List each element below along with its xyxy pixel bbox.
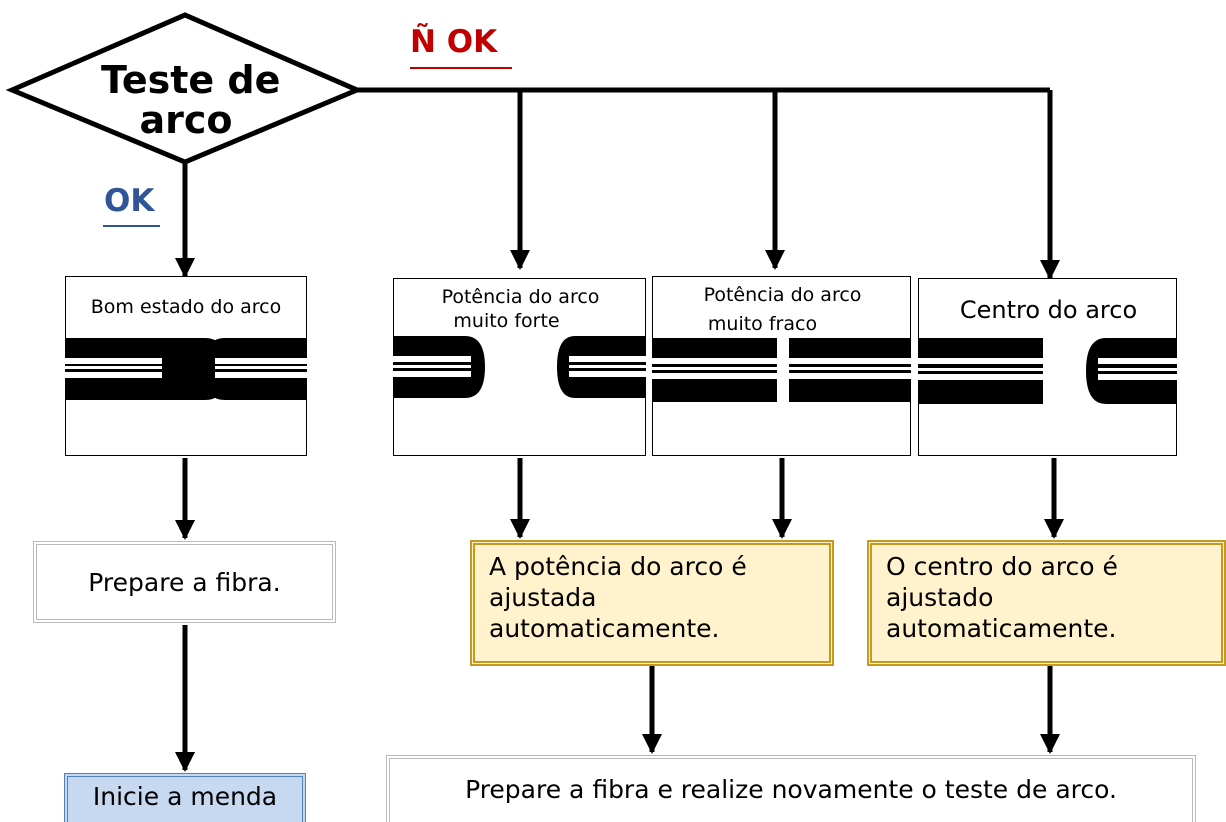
fiber-ends-weak xyxy=(652,338,911,402)
panel-arc-center: Centro do arco xyxy=(918,278,1177,456)
step-retest-text: Prepare a fibra e realize novamente o te… xyxy=(465,774,1117,804)
panel-strong-label-line2: muito forte xyxy=(453,310,560,332)
panel-center-label: Centro do arco xyxy=(959,296,1138,324)
step-start-splice-text: Inicie a menda xyxy=(92,781,278,811)
step-prepare-fiber-text: Prepare a fibra. xyxy=(88,567,281,597)
step-power-line1: A potência do arco é xyxy=(489,552,747,581)
step-center-adjusted: O centro do arco é ajustado automaticame… xyxy=(867,540,1226,666)
step-power-line2: ajustada xyxy=(489,583,597,612)
fiber-ends-center xyxy=(918,338,1177,404)
step-power-line3: automaticamente. xyxy=(489,614,720,643)
step-prepare-fiber: Prepare a fibra. xyxy=(33,541,336,623)
step-center-line2: ajustado xyxy=(886,583,994,612)
panel-arc-too-strong: Potência do arco muito forte xyxy=(393,278,646,456)
not-ok-label: Ñ OK xyxy=(410,24,498,60)
fiber-ends-good xyxy=(65,338,307,400)
panel-good-arc-label: Bom estado do arco xyxy=(90,296,282,318)
ok-label: OK xyxy=(104,183,155,219)
panel-arc-too-weak: Potência do arco muito fraco xyxy=(652,276,911,456)
panel-strong-label-line1: Potência do arco xyxy=(441,286,600,308)
panel-weak-label-line1: Potência do arco xyxy=(703,284,862,306)
panel-good-arc: Bom estado do arco xyxy=(65,276,307,456)
step-center-line1: O centro do arco é xyxy=(886,552,1118,581)
decision-text-line2: arco xyxy=(139,98,233,142)
decision-text-line1: Teste de xyxy=(101,58,281,102)
step-start-splice: Inicie a menda xyxy=(64,773,306,822)
fiber-ends-strong xyxy=(393,336,646,398)
panel-weak-label-line2: muito fraco xyxy=(707,313,818,335)
step-center-line3: automaticamente. xyxy=(886,614,1117,643)
step-retest: Prepare a fibra e realize novamente o te… xyxy=(386,755,1196,822)
step-power-adjusted: A potência do arco é ajustada automatica… xyxy=(470,540,834,666)
